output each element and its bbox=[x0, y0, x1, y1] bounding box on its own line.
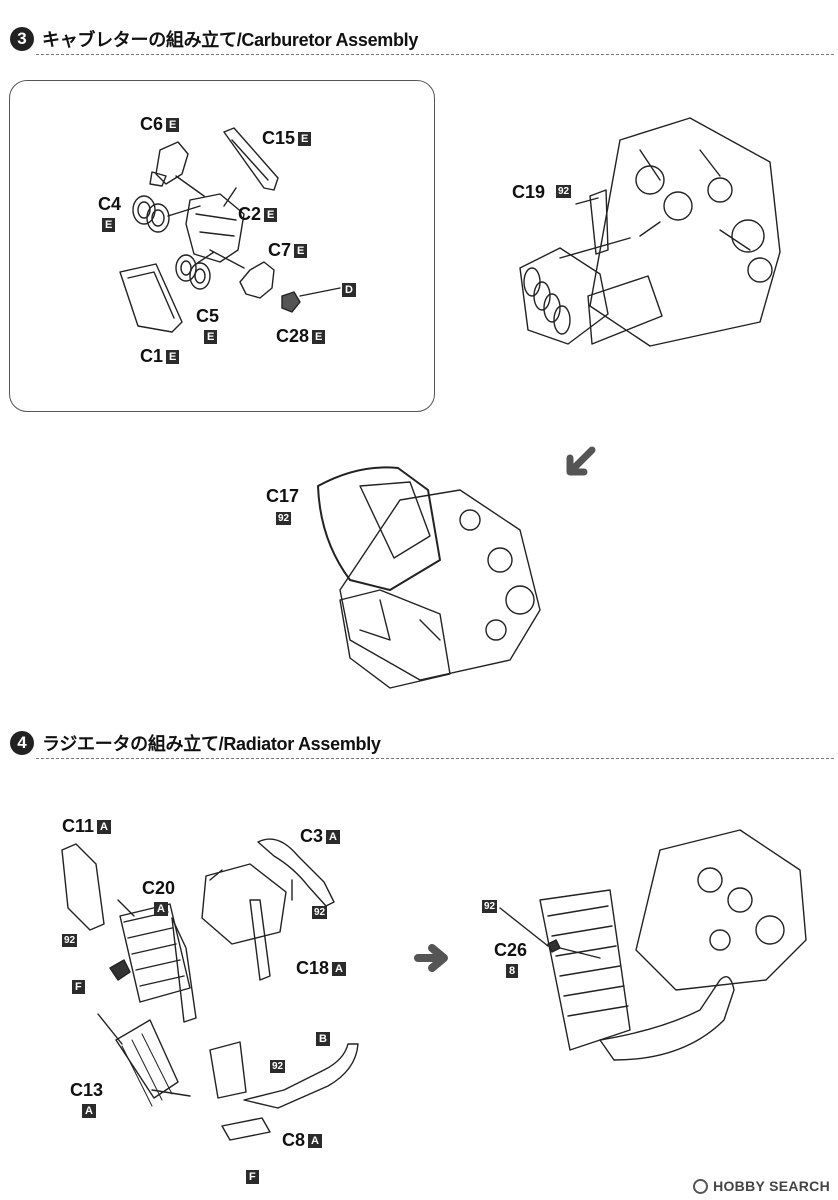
engine-c17-drawing bbox=[317, 466, 541, 689]
part-c1-name: C1 bbox=[140, 346, 164, 366]
part-label-c26: C26 bbox=[494, 940, 527, 960]
part-c26-name: C26 bbox=[494, 940, 528, 960]
part-c7-tag: E bbox=[294, 244, 308, 259]
part-c20-tag: A bbox=[154, 902, 168, 916]
step-4-divider bbox=[36, 758, 834, 759]
paint-label-3: 92 bbox=[270, 1060, 286, 1073]
part-c28-tag: E bbox=[312, 330, 326, 345]
part-c28-name: C28 bbox=[276, 326, 310, 346]
engine-c19-drawing bbox=[519, 117, 781, 347]
part-c15-tag: E bbox=[298, 132, 312, 147]
tag-b: B bbox=[316, 1032, 330, 1046]
part-c3-tag: A bbox=[326, 830, 340, 845]
part-c7-name: C7 bbox=[268, 240, 292, 260]
radiator-parts-drawing bbox=[61, 838, 359, 1141]
part-c2-name: C2 bbox=[238, 204, 262, 224]
part-c6-tag: E bbox=[166, 118, 180, 133]
paint-label-4: 92 bbox=[482, 900, 498, 913]
part-c1-tag: E bbox=[166, 350, 180, 365]
detail-tag-d: D bbox=[342, 283, 356, 297]
carburetor-subassembly-box bbox=[9, 80, 435, 412]
flow-arrow-right bbox=[414, 944, 448, 972]
part-c4-tag: E bbox=[102, 218, 116, 232]
part-c18-tag: A bbox=[332, 962, 346, 977]
part-label-c13: C13 bbox=[70, 1080, 103, 1100]
part-c5-name: C5 bbox=[196, 306, 220, 326]
part-label-c17: C17 bbox=[266, 486, 299, 506]
part-c18-name: C18 bbox=[296, 958, 330, 978]
step-3-number: 3 bbox=[10, 27, 34, 51]
carburetor-parts-drawing bbox=[119, 127, 341, 333]
part-label-c4: C4 bbox=[98, 194, 121, 214]
part-c13-name: C13 bbox=[70, 1080, 104, 1100]
hobby-search-logo-icon bbox=[693, 1178, 709, 1194]
step-4-title: ラジエータの組み立て/Radiator Assembly bbox=[42, 734, 381, 754]
tag-f-upper: F bbox=[72, 980, 85, 994]
part-c11-name: C11 bbox=[62, 816, 95, 836]
part-c15-name: C15 bbox=[262, 128, 296, 148]
paint-c19: 92 bbox=[556, 185, 572, 198]
flow-arrow-down-left bbox=[566, 446, 596, 476]
part-c20-name: C20 bbox=[142, 878, 176, 898]
part-c3-name: C3 bbox=[300, 826, 324, 846]
part-c5-tag: E bbox=[204, 330, 218, 344]
step-3-divider bbox=[36, 54, 834, 55]
paint-c17: 92 bbox=[276, 512, 292, 525]
part-label-c5: C5 bbox=[196, 306, 219, 326]
part-c13-tag: A bbox=[82, 1104, 96, 1118]
step-3-title: キャブレターの組み立て/Carburetor Assembly bbox=[42, 30, 419, 50]
watermark-text: HOBBY SEARCH bbox=[713, 1178, 830, 1194]
step-3-header: 3 キャブレターの組み立て/Carburetor Assembly bbox=[10, 26, 418, 52]
part-label-c19: C19 bbox=[512, 182, 545, 202]
part-c6-name: C6 bbox=[140, 114, 164, 134]
part-c8-name: C8 bbox=[282, 1130, 306, 1150]
part-c17-name: C17 bbox=[266, 486, 300, 506]
paint-label-1: 92 bbox=[62, 934, 78, 947]
step-4-number: 4 bbox=[10, 731, 34, 755]
part-label-c20: C20 bbox=[142, 878, 175, 898]
part-c11-tag: A bbox=[97, 820, 111, 835]
part-c19-name: C19 bbox=[512, 182, 546, 202]
part-c8-tag: A bbox=[308, 1134, 322, 1149]
part-c2-tag: E bbox=[264, 208, 278, 223]
part-c4-name: C4 bbox=[98, 194, 122, 214]
part-c26-tag: 8 bbox=[506, 964, 519, 978]
step-4-header: 4 ラジエータの組み立て/Radiator Assembly bbox=[10, 730, 381, 756]
paint-label-2: 92 bbox=[312, 906, 328, 919]
tag-f-lower: F bbox=[246, 1170, 259, 1184]
hobby-search-watermark: HOBBY SEARCH bbox=[693, 1178, 830, 1194]
engine-radiator-drawing bbox=[499, 829, 807, 1061]
